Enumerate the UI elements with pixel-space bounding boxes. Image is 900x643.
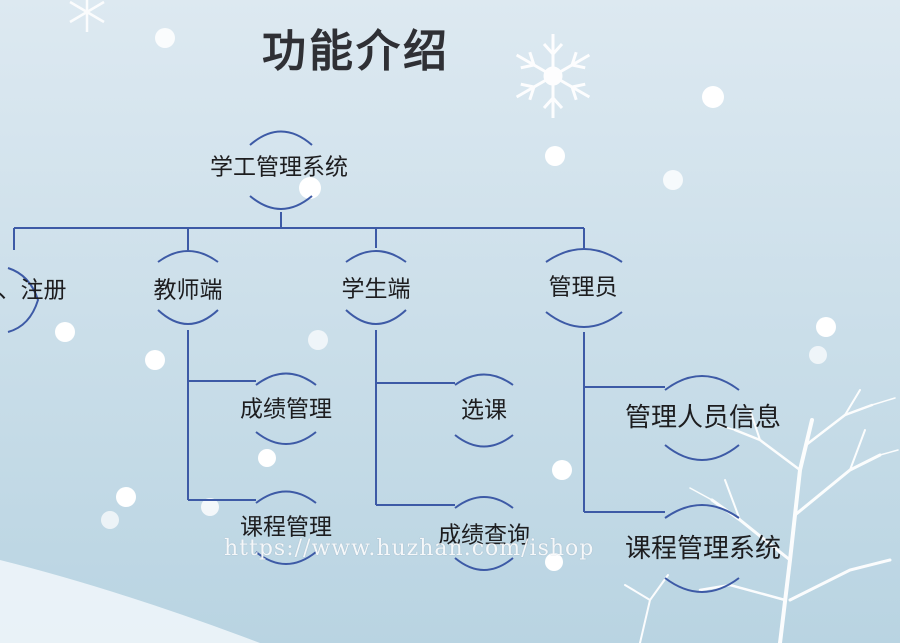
node-student-grades: 成绩查询 bbox=[438, 522, 530, 549]
node-login: 、注册 bbox=[0, 277, 67, 304]
sgrades-arc-top bbox=[454, 496, 514, 509]
node-teacher-grades: 成绩管理 bbox=[240, 396, 332, 423]
snow-hill bbox=[0, 560, 260, 643]
admin-arc-bottom bbox=[545, 311, 623, 328]
snowflake-small-icon bbox=[69, 0, 105, 32]
ainfo-arc-bottom bbox=[664, 444, 740, 461]
snowflake-icon bbox=[515, 34, 591, 118]
tcourses-arc-top bbox=[255, 490, 317, 504]
frosted-tree-icon bbox=[624, 389, 899, 643]
node-student-select: 选课 bbox=[461, 397, 507, 424]
connectors bbox=[13, 212, 665, 513]
teacher-arc-top bbox=[157, 250, 219, 263]
node-teacher-courses: 课程管理 bbox=[240, 514, 332, 541]
node-admin-info: 管理人员信息 bbox=[624, 403, 782, 433]
login-arc bbox=[7, 267, 40, 333]
root-arc-bottom bbox=[249, 195, 313, 210]
student-arc-top bbox=[345, 250, 407, 263]
watermark: https://www.huzhan.com/ishop bbox=[224, 536, 595, 561]
page-title: 功能介绍 bbox=[262, 26, 450, 77]
tgrades-arc-bottom bbox=[255, 431, 317, 445]
node-root: 学工管理系统 bbox=[210, 154, 348, 181]
node-admin: 管理员 bbox=[548, 274, 618, 301]
select-arc-bottom bbox=[454, 434, 514, 448]
node-arcs bbox=[7, 130, 740, 593]
teacher-arc-bottom bbox=[157, 309, 219, 325]
node-student: 学生端 bbox=[341, 276, 411, 303]
admin-arc-top bbox=[545, 248, 623, 263]
node-teacher: 教师端 bbox=[153, 277, 223, 304]
snow-dots bbox=[55, 28, 836, 571]
sgrades-arc-bottom bbox=[454, 557, 514, 571]
acourses-arc-bottom bbox=[664, 577, 740, 593]
student-arc-bottom bbox=[345, 309, 407, 325]
acourses-arc-top bbox=[664, 504, 740, 519]
node-admin-courses: 课程管理系统 bbox=[624, 534, 782, 564]
tgrades-arc-top bbox=[255, 372, 317, 386]
ainfo-arc-top bbox=[664, 375, 740, 391]
root-arc-top bbox=[249, 130, 313, 146]
tcourses-arc-bottom bbox=[255, 551, 317, 565]
select-arc-top bbox=[454, 373, 514, 386]
